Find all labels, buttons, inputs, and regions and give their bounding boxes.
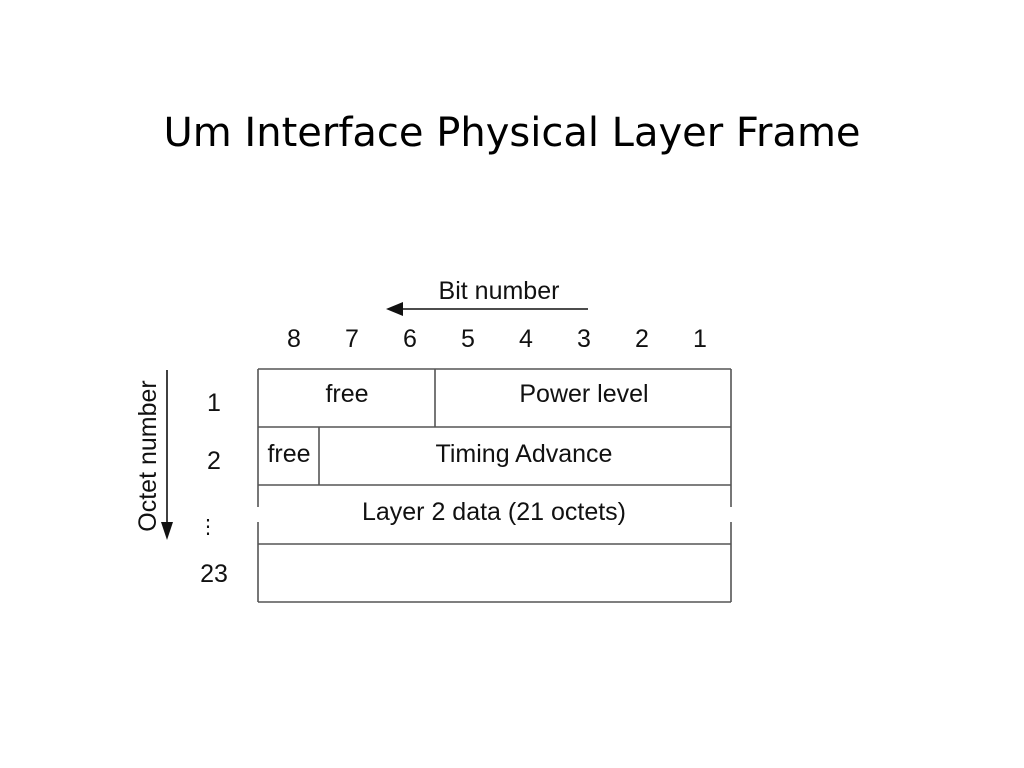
frame-table: free Power level free Timing Advance Lay… <box>257 368 732 603</box>
octet2-timing-advance-field: Timing Advance <box>436 440 613 468</box>
octet1-free-field: free <box>325 380 368 408</box>
octet2-free-field: free <box>267 440 310 468</box>
octet-number-1: 1 <box>207 389 221 417</box>
octet-number-ellipsis: ⋮ <box>198 516 218 538</box>
bit-number-6: 6 <box>403 325 417 353</box>
bit-number-3: 3 <box>577 325 591 353</box>
bit-number-4: 4 <box>519 325 533 353</box>
bit-number-5: 5 <box>461 325 475 353</box>
octet-number-2: 2 <box>207 447 221 475</box>
bit-number-7: 7 <box>345 325 359 353</box>
octet-number-label: Octet number <box>134 380 162 531</box>
bit-number-row: 8 7 6 5 4 3 2 1 <box>287 325 707 353</box>
octet-number-column: 1 2 ⋮ 23 <box>198 389 228 588</box>
bit-number-1: 1 <box>693 325 707 353</box>
octet-number-23: 23 <box>200 560 228 588</box>
bit-number-label: Bit number <box>439 277 560 305</box>
layer2-data-field: Layer 2 data (21 octets) <box>362 498 626 526</box>
octet-number-arrow-head <box>161 522 173 540</box>
bit-number-8: 8 <box>287 325 301 353</box>
bit-number-arrow-head <box>386 302 403 316</box>
slide-title: Um Interface Physical Layer Frame <box>163 110 861 156</box>
bit-number-2: 2 <box>635 325 649 353</box>
octet1-power-level-field: Power level <box>519 380 648 408</box>
